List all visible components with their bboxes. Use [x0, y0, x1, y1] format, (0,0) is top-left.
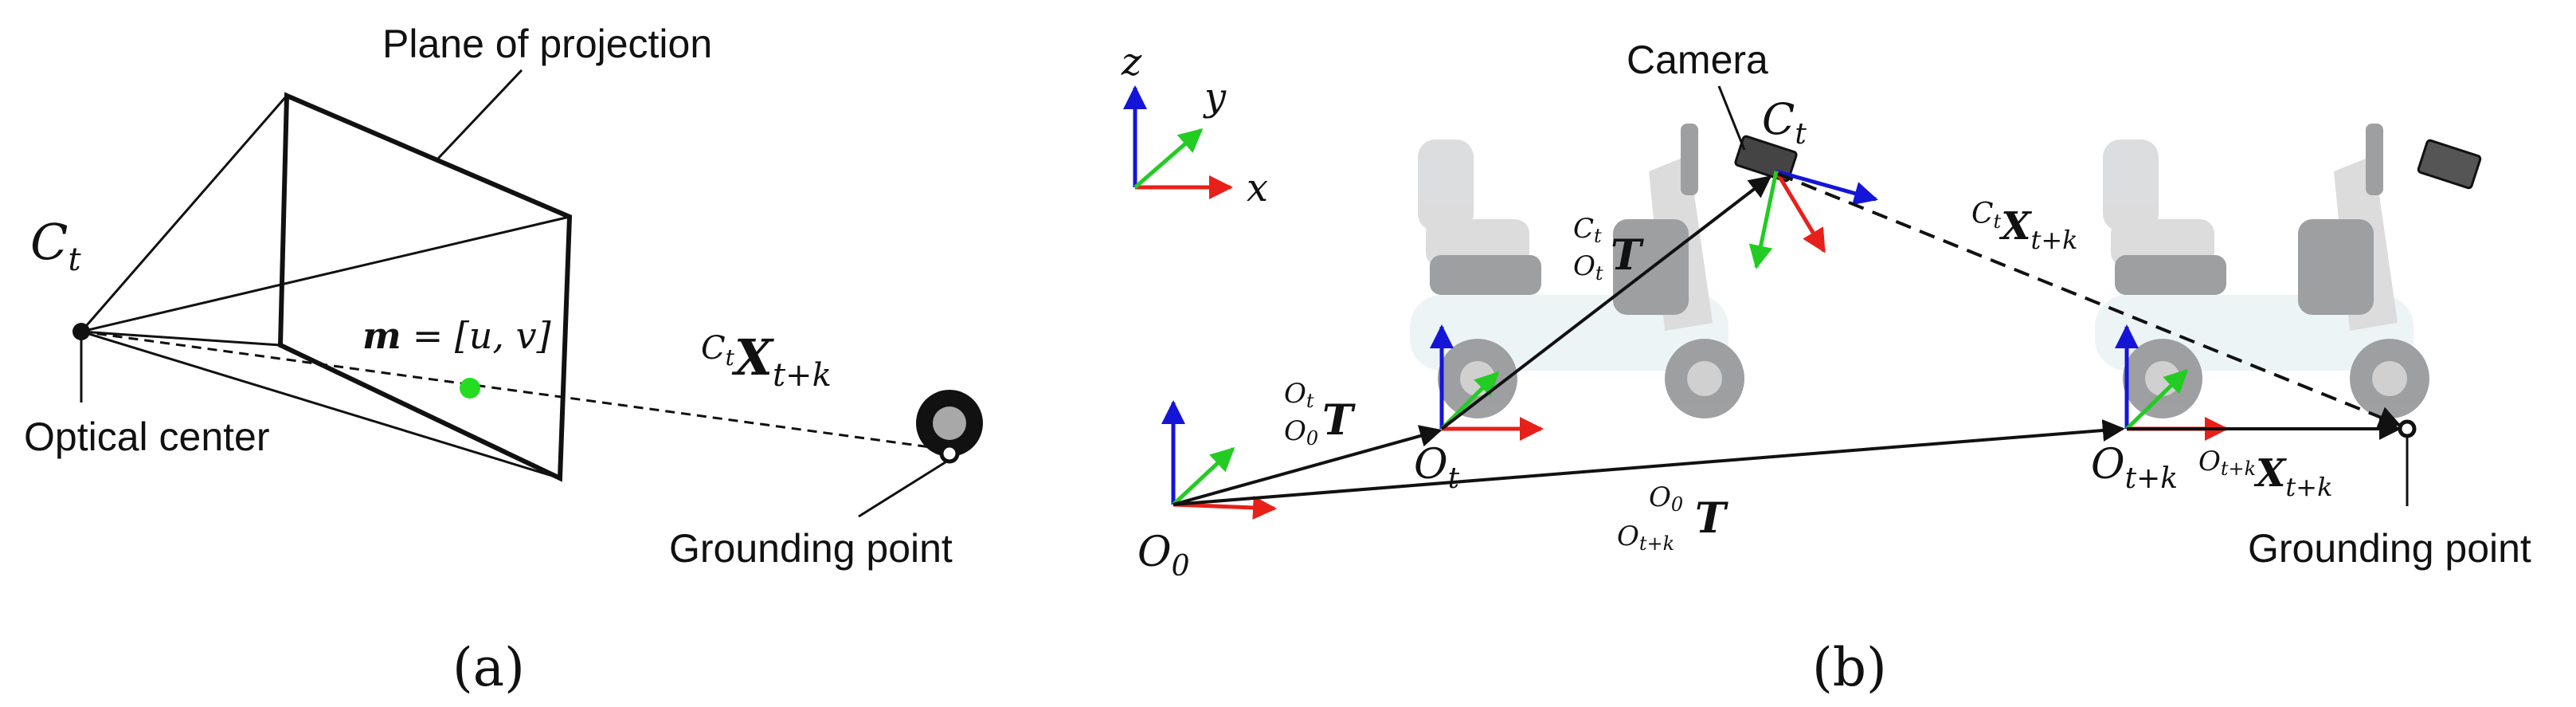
- camera-leader: [1717, 85, 1746, 151]
- t1-sub-base: O: [1284, 415, 1306, 447]
- ot-axis-y: [1440, 371, 1500, 430]
- projection-plane: [277, 92, 573, 482]
- x-a-sub: t+k: [773, 357, 832, 394]
- x-a-sup-base: C: [701, 330, 726, 367]
- svg-text:Ct: Ct: [1573, 213, 1602, 247]
- xotk-sub: t+k: [2285, 472, 2332, 502]
- ot-base: O: [1414, 441, 1448, 489]
- x-a-sup-sub: t: [726, 344, 735, 371]
- projection-ray: [80, 330, 949, 451]
- arrow-ct-ground: [1777, 172, 2402, 428]
- grounding-label-a: Grounding point: [669, 526, 953, 571]
- scooter-at-tk: [2095, 124, 2429, 418]
- ray-bottom-left: [80, 330, 281, 347]
- ray-top: [80, 95, 288, 332]
- ground-target-inner: [933, 407, 966, 440]
- svg-text:Ot: Ot: [1573, 250, 1603, 285]
- grounding-point-b: [2398, 419, 2417, 438]
- xotk-sup-base: O: [2198, 446, 2221, 477]
- camera-icon-tk: [2417, 139, 2482, 190]
- t3-sup-base: O: [1649, 481, 1671, 513]
- xct-sup-base: C: [1971, 198, 1994, 230]
- ct-base: C: [30, 213, 68, 271]
- x-label-a: CtXt+k: [701, 328, 832, 394]
- panel-a: Plane of projection Optical center Groun…: [24, 22, 983, 698]
- plane-label: Plane of projection: [382, 22, 712, 66]
- camera-axis-x: [1774, 170, 1826, 253]
- camera-axis-y: [1748, 171, 1779, 269]
- arrow-ot-ct: [1440, 175, 1772, 430]
- t2-sup-base: C: [1573, 213, 1594, 245]
- grounding-label-b: Grounding point: [2248, 526, 2531, 571]
- otk-label: Ot+k: [2091, 441, 2178, 495]
- o0-base: O: [1137, 528, 1172, 576]
- panel-b: z y x Cam: [1121, 37, 2531, 698]
- ray-top-right: [80, 215, 570, 333]
- camera-axis-z: [1775, 169, 1878, 206]
- t2-base: T: [1611, 231, 1644, 280]
- t1-base: T: [1322, 396, 1356, 445]
- svg-text:O0: O0: [1284, 415, 1318, 450]
- o0-axis-y: [1172, 446, 1235, 506]
- o0-sub: 0: [1172, 550, 1190, 583]
- m-rhs: = [u, v]: [413, 314, 551, 357]
- image-point: [460, 378, 480, 399]
- x-a-base: X: [731, 328, 775, 387]
- ct-b-base: C: [1762, 94, 1795, 144]
- t3-sub-sub: t+k: [1639, 532, 1674, 555]
- svg-text:Ot+k: Ot+k: [1617, 520, 1674, 555]
- m-equation: m = [u, v]: [362, 314, 551, 357]
- xct-sup-sub: t: [1994, 210, 2002, 233]
- plane-leader: [434, 69, 523, 163]
- ct-b-sub: t: [1795, 118, 1807, 151]
- t1-sup-sub: t: [1306, 390, 1314, 412]
- t1-sup-base: O: [1284, 378, 1306, 410]
- ot-sub: t: [1448, 462, 1460, 495]
- svg-text:O0: O0: [1649, 481, 1683, 516]
- world-axis-y: [1133, 128, 1204, 189]
- caption-a: (a): [452, 637, 525, 698]
- xct-sub: t+k: [2030, 225, 2077, 255]
- t2-sub-sub: t: [1595, 262, 1603, 285]
- ot-label: Ot: [1414, 441, 1460, 495]
- t1-sub-sub: 0: [1306, 427, 1318, 450]
- camera-icon: [1734, 135, 1798, 183]
- grounding-point: [939, 443, 960, 464]
- xct-base: X: [1999, 204, 2032, 249]
- otk-sub: t+k: [2125, 462, 2178, 495]
- t-otk-o0-label: O0 Ot+k T: [1617, 481, 1728, 555]
- t3-base: T: [1695, 494, 1728, 543]
- o0-label: O0: [1137, 528, 1190, 583]
- x-ct-label: CtXt+k: [1971, 198, 2078, 255]
- ct-label-a: Ct: [30, 213, 81, 278]
- ct-sub: t: [68, 242, 81, 278]
- arrow-o0-ot: [1173, 425, 1443, 506]
- axis-label-y: y: [1203, 75, 1227, 120]
- t2-sub-base: O: [1573, 250, 1595, 282]
- t2-sup-sub: t: [1594, 225, 1602, 247]
- xotk-sup-sub: t+k: [2221, 458, 2256, 480]
- caption-b: (b): [1812, 637, 1887, 698]
- t-ot-ct-label: Ct Ot T: [1573, 213, 1644, 285]
- optical-center-label: Optical center: [24, 414, 269, 459]
- t-o0-ot-label: Ot O0 T: [1284, 378, 1356, 450]
- xotk-base: X: [2253, 451, 2287, 496]
- arrow-o0-otk: [1173, 419, 2125, 506]
- otk-base: O: [2091, 441, 2125, 489]
- o0-axis-x: [1173, 495, 1277, 520]
- ct-label-b: Ct: [1762, 94, 1807, 151]
- axis-label-z: z: [1121, 40, 1142, 84]
- m-lhs: m: [362, 314, 401, 357]
- otk-axis-y: [2125, 368, 2189, 430]
- svg-text:Ot: Ot: [1284, 378, 1314, 412]
- t3-sub-base: O: [1617, 520, 1639, 552]
- ray-bottom-right: [80, 330, 561, 480]
- axis-label-x: x: [1247, 166, 1268, 210]
- camera-label: Camera: [1627, 37, 1768, 82]
- grounding-leader: [858, 459, 949, 518]
- t3-sup-sub: 0: [1671, 493, 1683, 516]
- x-otk-label: Ot+kXt+k: [2198, 446, 2332, 502]
